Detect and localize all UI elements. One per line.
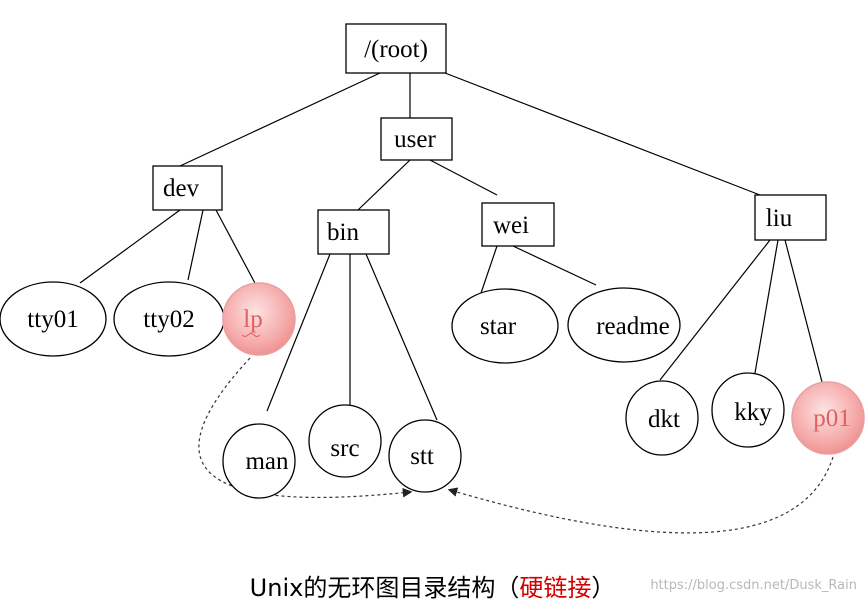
dir-user-label: user bbox=[394, 126, 436, 153]
dir-bin: bin bbox=[317, 209, 390, 255]
file-p01-oval bbox=[791, 381, 865, 455]
file-tty01: tty01 bbox=[0, 281, 107, 357]
dir-root-box bbox=[345, 23, 447, 74]
tree-edges bbox=[79, 72, 823, 421]
diagram-caption: Unix的无环图目录结构（硬链接） bbox=[0, 568, 865, 603]
dir-wei-box bbox=[481, 202, 555, 247]
edge-root-dev bbox=[179, 72, 381, 167]
edge-liu-kky bbox=[754, 239, 779, 374]
file-star-oval bbox=[451, 288, 559, 364]
file-readme: readme bbox=[567, 287, 681, 363]
edge-liu-dkt bbox=[659, 239, 771, 381]
dir-dev-label: dev bbox=[163, 175, 200, 202]
file-stt-oval bbox=[388, 419, 462, 493]
file-man: man bbox=[222, 423, 296, 499]
file-star-label: star bbox=[480, 313, 517, 340]
file-man-label: man bbox=[245, 448, 289, 475]
edge-bin-man bbox=[266, 253, 331, 412]
edge-dev-tty02 bbox=[187, 209, 204, 281]
dir-liu: liu bbox=[754, 194, 827, 241]
file-stt: stt bbox=[388, 419, 462, 493]
file-stt-label: stt bbox=[410, 443, 434, 470]
edge-root-liu bbox=[444, 72, 761, 196]
dir-root: /(root) bbox=[345, 23, 447, 74]
file-lp: lp bbox=[222, 282, 296, 356]
file-readme-oval bbox=[567, 287, 681, 363]
watermark-url: https://blog.csdn.net/Dusk_Rain bbox=[650, 578, 857, 593]
file-lp-label: lp bbox=[243, 306, 262, 333]
file-dkt-oval bbox=[625, 380, 699, 456]
dir-bin-box bbox=[317, 209, 390, 255]
dir-user-box bbox=[380, 117, 453, 161]
file-tty01-label: tty01 bbox=[27, 306, 78, 333]
file-src: src bbox=[308, 404, 382, 478]
edge-dev-lp bbox=[215, 209, 257, 286]
edge-dev-tty01 bbox=[79, 209, 181, 284]
file-lp-oval bbox=[222, 282, 296, 356]
dir-liu-label: liu bbox=[766, 205, 793, 232]
file-p01-label: p01 bbox=[813, 405, 851, 432]
edge-wei-readme bbox=[512, 245, 597, 286]
dir-dev: dev bbox=[152, 165, 223, 211]
file-tty02-label: tty02 bbox=[143, 306, 194, 333]
file-kky: kky bbox=[711, 372, 785, 448]
file-dkt: dkt bbox=[625, 380, 699, 456]
dir-wei: wei bbox=[481, 202, 555, 247]
file-man-oval bbox=[222, 423, 296, 499]
dir-root-label: /(root) bbox=[364, 36, 428, 63]
file-star: star bbox=[451, 288, 559, 364]
caption-end: ） bbox=[591, 574, 616, 602]
dir-liu-box bbox=[754, 194, 827, 241]
file-kky-label: kky bbox=[734, 399, 772, 426]
file-tty02: tty02 bbox=[113, 281, 225, 357]
file-lp-underline bbox=[241, 333, 261, 337]
edge-user-wei bbox=[429, 159, 498, 196]
edge-wei-star bbox=[479, 245, 498, 297]
file-tty01-oval bbox=[0, 281, 107, 357]
dir-user: user bbox=[380, 117, 453, 161]
caption-main: Unix的无环图目录结构（ bbox=[249, 574, 520, 602]
dir-bin-label: bin bbox=[327, 219, 359, 246]
dir-wei-label: wei bbox=[493, 212, 529, 239]
file-p01: p01 bbox=[791, 381, 865, 455]
file-readme-label: readme bbox=[596, 313, 670, 340]
file-src-oval bbox=[308, 404, 382, 478]
file-src-label: src bbox=[330, 435, 359, 462]
file-kky-oval bbox=[711, 372, 785, 448]
file-dkt-label: dkt bbox=[648, 406, 680, 433]
hard-link-p01-to-stt bbox=[447, 456, 834, 534]
edge-user-bin bbox=[357, 159, 411, 211]
dir-dev-box bbox=[152, 165, 223, 211]
edge-bin-stt bbox=[365, 253, 438, 421]
edge-liu-p01 bbox=[784, 239, 823, 383]
caption-accent: 硬链接 bbox=[519, 574, 592, 602]
